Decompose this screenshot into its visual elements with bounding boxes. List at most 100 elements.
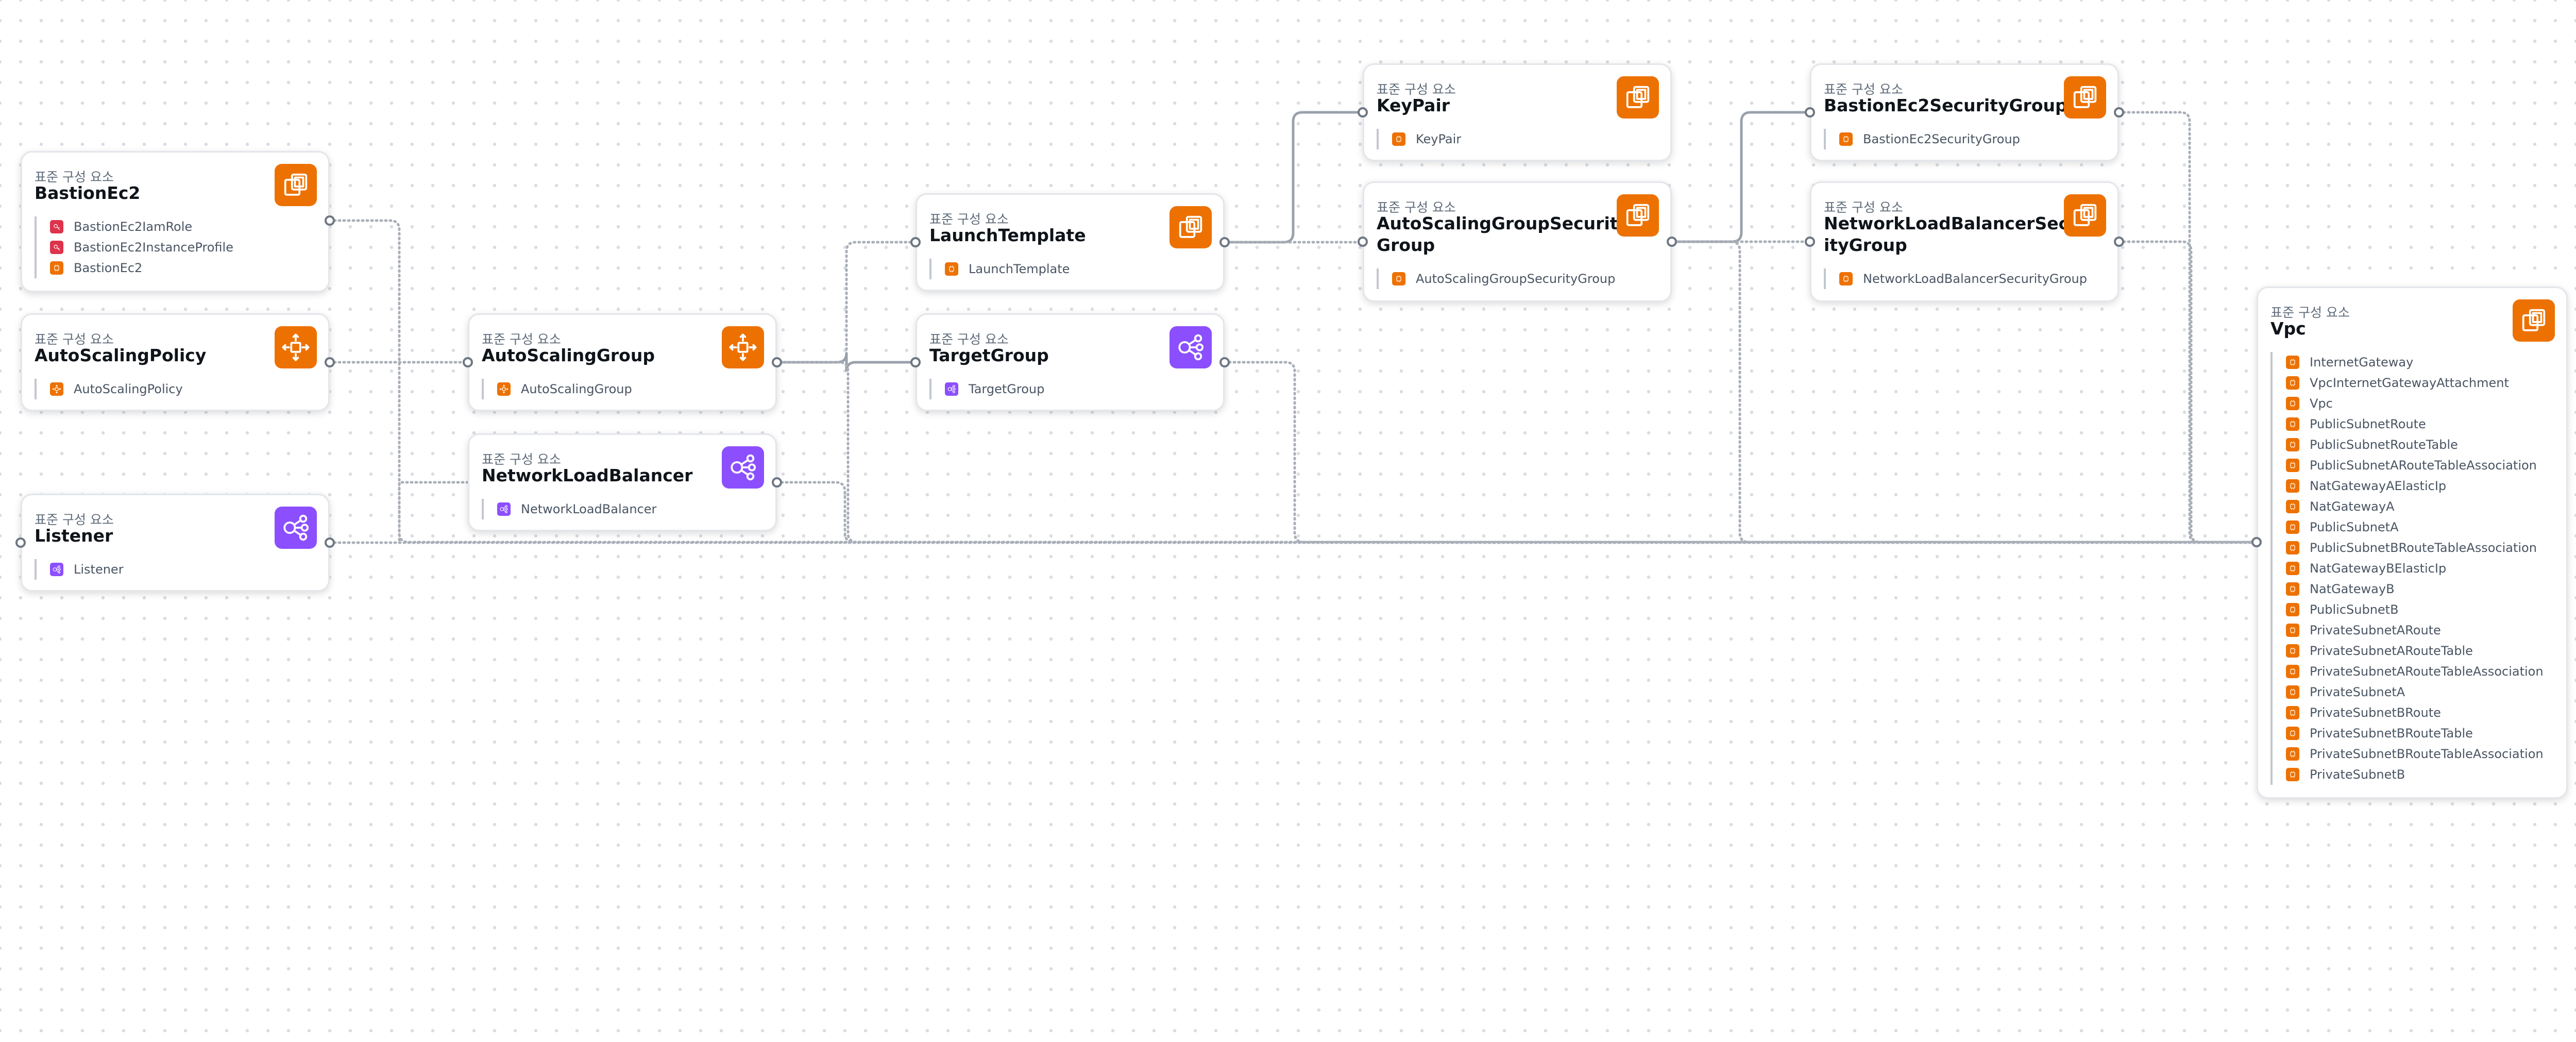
resource-list-item[interactable]: PrivateSubnetBRouteTableAssociation <box>2273 744 2544 764</box>
resource-label: AutoScalingPolicy <box>74 382 183 396</box>
resource-list-item[interactable]: NetworkLoadBalancer <box>484 499 656 519</box>
resource-list-item[interactable]: BastionEc2 <box>37 258 233 278</box>
resource-list-item[interactable]: LaunchTemplate <box>931 259 1070 279</box>
resource-list-item[interactable]: PublicSubnetA <box>2273 517 2544 537</box>
resource-list-item[interactable]: VpcInternetGatewayAttachment <box>2273 373 2544 393</box>
auto-scaling-resource-icon <box>50 382 63 396</box>
node-resource-list: AutoScalingGroup <box>482 379 632 399</box>
ec2-resource-icon <box>945 262 958 276</box>
input-port-bastion-sg[interactable] <box>1805 107 1815 117</box>
resource-list-item[interactable]: NetworkLoadBalancerSecurityGroup <box>1826 268 2087 289</box>
resource-list-item[interactable]: PrivateSubnetBRouteTable <box>2273 723 2544 744</box>
resource-list-item[interactable]: PublicSubnetRouteTable <box>2273 434 2544 455</box>
resource-label: NatGatewayB <box>2310 582 2395 596</box>
input-port-auto-scaling-group[interactable] <box>463 357 473 367</box>
resource-label: AutoScalingGroupSecurityGroup <box>1416 272 1616 286</box>
input-port-vpc[interactable] <box>2251 537 2262 547</box>
resource-list-item[interactable]: PublicSubnetB <box>2273 599 2544 620</box>
resource-label: NatGatewayA <box>2310 499 2395 514</box>
ec2-resource-icon <box>2286 624 2299 637</box>
resource-label: PrivateSubnetB <box>2310 767 2405 782</box>
output-port-auto-scaling-group[interactable] <box>772 357 782 367</box>
output-port-launch-template[interactable] <box>1219 237 1230 247</box>
ec2-resource-icon <box>2286 562 2299 575</box>
resource-list-item[interactable]: NatGatewayBElasticIp <box>2273 558 2544 579</box>
edge-nlb-sg-to-vpc <box>2117 240 2258 544</box>
resource-list-item[interactable]: PrivateSubnetBRoute <box>2273 702 2544 723</box>
resource-list-item[interactable]: PublicSubnetARouteTableAssociation <box>2273 455 2544 476</box>
output-port-nlb-sg[interactable] <box>2114 237 2124 247</box>
input-port-launch-template[interactable] <box>910 237 921 247</box>
ec2-resource-icon <box>2286 397 2299 410</box>
resource-label: NatGatewayAElasticIp <box>2310 479 2447 493</box>
output-port-asg-security-group[interactable] <box>1667 237 1677 247</box>
edge-network-load-balancer-to-vpc <box>775 481 2258 544</box>
ec2-resource-icon <box>2286 747 2299 761</box>
resource-list-item[interactable]: InternetGateway <box>2273 352 2544 373</box>
node-resource-list: Listener <box>35 559 124 580</box>
ec2-resource-icon <box>2286 500 2299 513</box>
resource-list-item[interactable]: AutoScalingGroupSecurityGroup <box>1379 268 1615 289</box>
resource-list-item[interactable]: PrivateSubnetB <box>2273 764 2544 785</box>
output-port-bastion-ec2[interactable] <box>325 215 335 226</box>
edge-target-group-to-vpc <box>1223 361 2258 544</box>
output-port-network-load-balancer[interactable] <box>772 477 782 488</box>
input-port-asg-security-group[interactable] <box>1358 237 1368 247</box>
resource-list-item[interactable]: Listener <box>37 559 124 580</box>
ec2-resource-icon <box>2286 582 2299 596</box>
resource-list-item[interactable]: Vpc <box>2273 393 2544 414</box>
node-resource-list: AutoScalingPolicy <box>35 379 183 399</box>
ec2-resource-icon <box>2286 603 2299 616</box>
input-port-nlb-sg[interactable] <box>1805 237 1815 247</box>
resource-list-item[interactable]: BastionEc2IamRole <box>37 216 233 237</box>
output-port-listener[interactable] <box>325 537 335 548</box>
resource-list-item[interactable]: AutoScalingPolicy <box>37 379 183 399</box>
resource-list-item[interactable]: PrivateSubnetARoute <box>2273 620 2544 641</box>
node-title: NetworkLoadBalancerSecur ityGroup <box>1824 213 2089 255</box>
resource-list-item[interactable]: NatGatewayA <box>2273 496 2544 517</box>
resource-list-item[interactable]: PublicSubnetBRouteTableAssociation <box>2273 537 2544 558</box>
node-kind-label: 표준 구성 요소 <box>35 332 114 347</box>
resource-list-item[interactable]: PrivateSubnetARouteTable <box>2273 641 2544 661</box>
resource-list-item[interactable]: KeyPair <box>1379 129 1461 149</box>
ec2-instances-icon <box>2064 194 2106 237</box>
resource-list-item[interactable]: PrivateSubnetA <box>2273 682 2544 702</box>
resource-list-item[interactable]: PrivateSubnetARouteTableAssociation <box>2273 661 2544 682</box>
ec2-resource-icon <box>2286 459 2299 472</box>
resource-list-item[interactable]: NatGatewayAElasticIp <box>2273 476 2544 496</box>
input-port-target-group[interactable] <box>910 357 921 367</box>
resource-list-item[interactable]: NatGatewayB <box>2273 579 2544 599</box>
resource-list-item[interactable]: TargetGroup <box>931 379 1044 399</box>
input-port-listener[interactable] <box>15 537 26 548</box>
edge-bastion-sg-to-vpc <box>2117 111 2258 544</box>
node-kind-label: 표준 구성 요소 <box>929 212 1009 227</box>
output-port-target-group[interactable] <box>1219 357 1230 367</box>
resource-list-item[interactable]: AutoScalingGroup <box>484 379 632 399</box>
resource-list-item[interactable]: BastionEc2SecurityGroup <box>1826 129 2020 149</box>
ec2-instances-icon <box>2064 76 2106 119</box>
resource-label: PublicSubnetBRouteTableAssociation <box>2310 541 2537 555</box>
ec2-instances-icon <box>1617 76 1659 119</box>
ec2-resource-icon <box>2286 727 2299 740</box>
output-port-bastion-sg[interactable] <box>2114 107 2124 117</box>
node-title: BastionEc2 <box>35 183 141 203</box>
resource-list-item[interactable]: BastionEc2InstanceProfile <box>37 237 233 258</box>
output-port-auto-scaling-policy[interactable] <box>325 357 335 367</box>
resource-list-item[interactable]: PublicSubnetRoute <box>2273 414 2544 434</box>
input-port-key-pair[interactable] <box>1358 107 1368 117</box>
node-resource-list: BastionEc2SecurityGroup <box>1824 129 2020 149</box>
node-title: AutoScalingGroupSecurity Group <box>1377 213 1630 255</box>
